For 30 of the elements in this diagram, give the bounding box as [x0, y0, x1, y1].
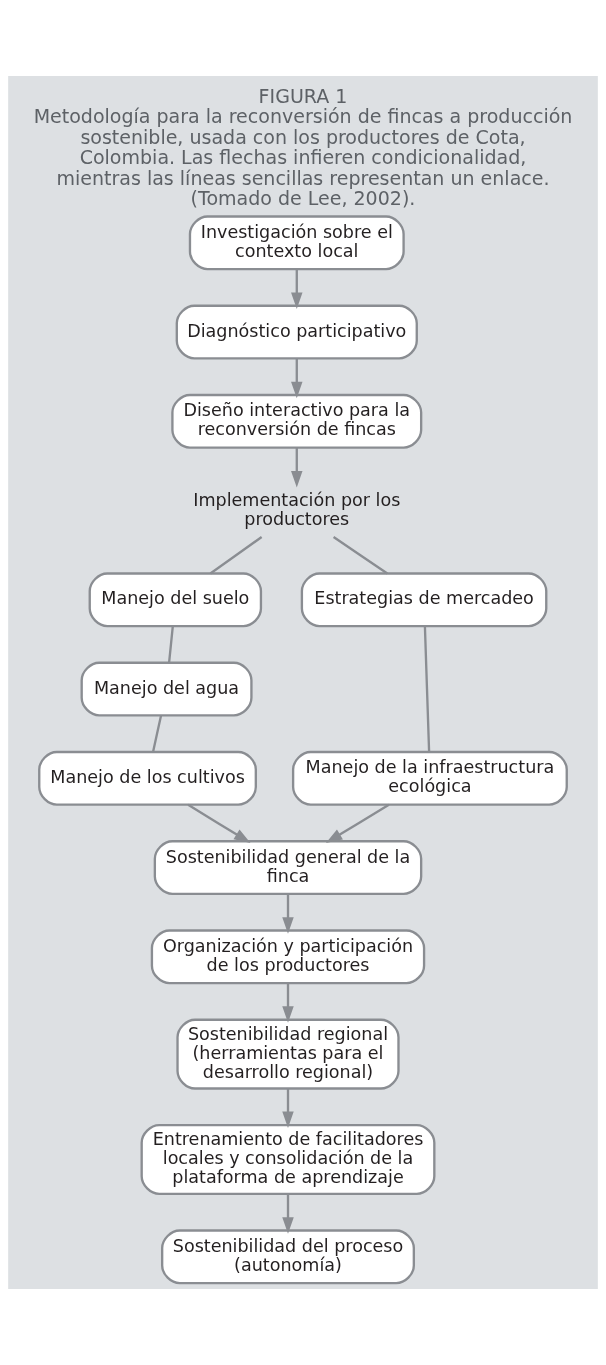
node-box: Estrategias de mercadeo	[300, 572, 548, 628]
node-box: Organización y participación de los productores	[150, 929, 426, 985]
connector	[332, 536, 388, 575]
node-box: Sostenibilidad general de la finca	[153, 840, 423, 896]
diagram-title: FIGURA 1	[258, 84, 348, 107]
arrow	[282, 894, 294, 934]
node-box: Entrenamiento de facilitadores locales y consolidación de la plataforma de aprendizaje	[140, 1123, 436, 1196]
caption: Metodología para la reconversión de fincas a producción sostenible, usada con los productores de Cota, Colombia. Las flechas infieren condicionalidad, mientras las líneas sencillas representan un enlace. (Tomado de Lee, 2002).	[33, 105, 573, 210]
node-box: Manejo del suelo	[88, 572, 263, 628]
connector	[151, 715, 163, 752]
arrow	[282, 983, 294, 1023]
connector	[423, 626, 431, 752]
node-box: Manejo del agua	[80, 661, 253, 717]
arrow	[291, 447, 303, 488]
arrow	[291, 269, 303, 309]
connector	[209, 536, 263, 575]
arrow	[282, 1088, 294, 1128]
node-box: Manejo de los cultivos	[38, 750, 257, 806]
node-box: Sostenibilidad del proceso (autonomía)	[161, 1229, 415, 1285]
arrow	[291, 358, 303, 399]
arrow	[187, 803, 251, 844]
node-box: Manejo de la infraestructura ecológica	[291, 750, 568, 806]
node-box: Sostenibilidad regional (herramientas para el desarrollo regional)	[176, 1018, 400, 1090]
arrow	[325, 803, 390, 844]
arrow	[282, 1194, 294, 1234]
node-box: Diseño interactivo para la reconversión de fincas	[171, 393, 423, 449]
connector	[167, 626, 174, 663]
node-box: Diagnóstico participativo	[175, 304, 418, 360]
node-box: Investigación sobre el contexto local	[188, 215, 405, 271]
node-text: Implementación por los productores	[193, 489, 401, 529]
